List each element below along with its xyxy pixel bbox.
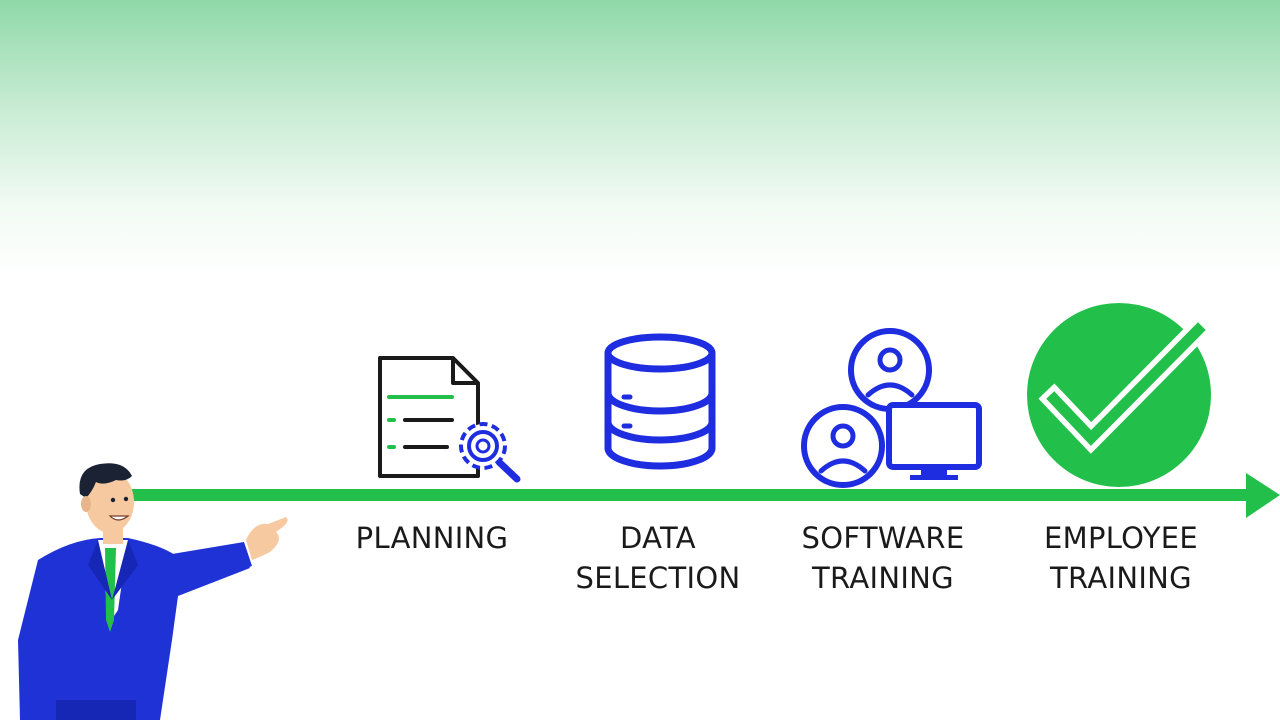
presenter-illustration bbox=[18, 463, 288, 720]
user-avatar-icon bbox=[848, 328, 932, 412]
step-label-data-selection: DATA SELECTION bbox=[575, 521, 741, 595]
step-label-planning: PLANNING bbox=[355, 521, 509, 555]
users-monitor-icon bbox=[801, 328, 982, 488]
timeline-arrow bbox=[120, 473, 1280, 518]
step-label-employee-training: EMPLOYEE TRAINING bbox=[1044, 521, 1198, 595]
user-avatar-icon bbox=[801, 404, 885, 488]
monitor-icon bbox=[886, 402, 982, 480]
database-icon bbox=[604, 333, 716, 470]
checkmark-circle-icon bbox=[1027, 303, 1214, 487]
document-search-icon bbox=[378, 356, 521, 483]
step-label-software-training: SOFTWARE TRAINING bbox=[801, 521, 965, 595]
